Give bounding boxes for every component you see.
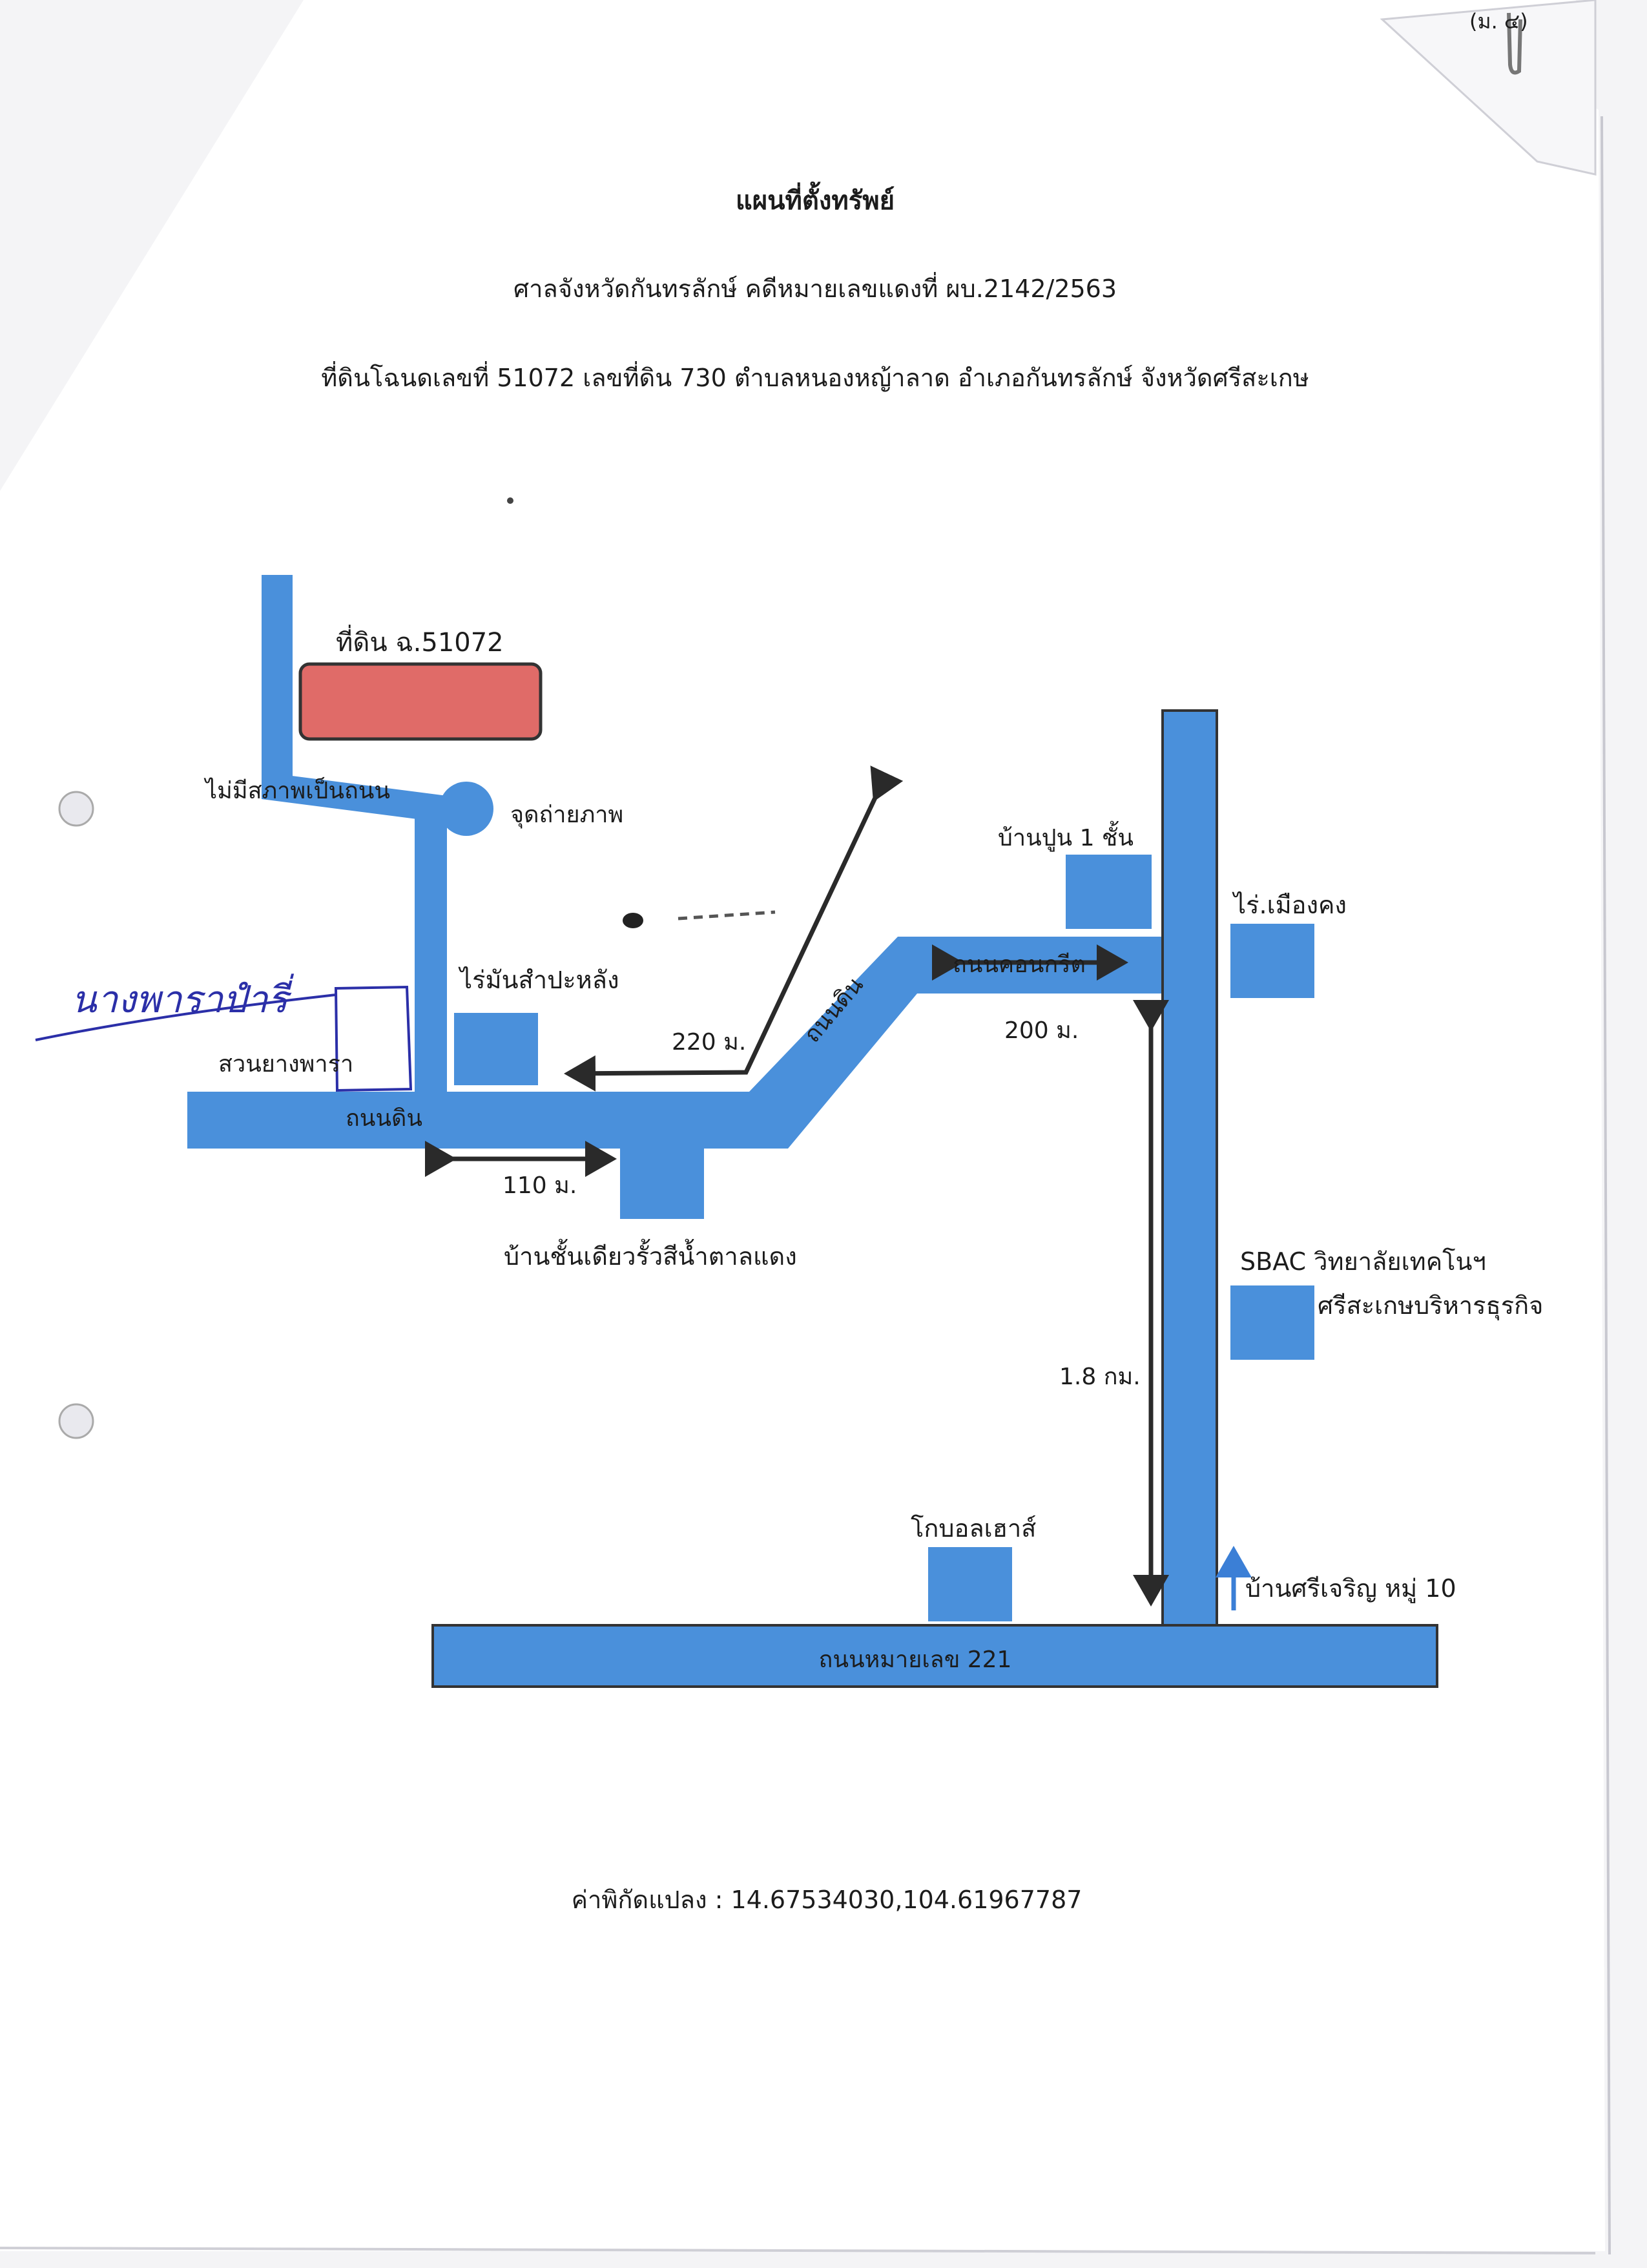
court-case-line: ศาลจังหวัดกันทรลักษ์ คดีหมายเลขแดงที่ ผบ… bbox=[513, 275, 1117, 303]
paper-clip-icon bbox=[1507, 12, 1522, 75]
cassava-field-label: ไร่มันสำปะหลัง bbox=[460, 966, 619, 994]
rubber-orchard-label: สวนยางพารา bbox=[218, 1051, 354, 1077]
farm-label: ไร่.เมืองคง bbox=[1234, 891, 1347, 919]
farm-square bbox=[1230, 924, 1314, 998]
photo-point-marker bbox=[439, 782, 493, 836]
ink-dot bbox=[507, 497, 513, 504]
house-one-storey-square bbox=[620, 1147, 704, 1219]
house-concrete-label: บ้านปูน 1 ชั้น bbox=[998, 825, 1134, 851]
college-label-line2: ศรีสะเกษบริหารธุรกิจ bbox=[1318, 1291, 1544, 1320]
road-dirt-horizontal bbox=[187, 1092, 788, 1149]
village-label: บ้านศรีเจริญ หมู่ 10 bbox=[1245, 1574, 1456, 1603]
global-house-label: โกบอลเฮาส์ bbox=[911, 1514, 1037, 1543]
no-road-label: ไม่มีสภาพเป็นถนน bbox=[205, 778, 390, 804]
road-left-top bbox=[262, 575, 293, 782]
land-parcel-marker bbox=[298, 662, 543, 741]
dist-220-arrow bbox=[564, 765, 904, 1092]
road-no-access-segment bbox=[262, 772, 452, 824]
land-title-line: ที่ดินโฉนดเลขที่ 51072 เลขที่ดิน 730 ตำบ… bbox=[321, 364, 1309, 392]
ink-smudge bbox=[623, 913, 643, 928]
road-left-vertical bbox=[415, 804, 447, 1114]
cassava-field-square bbox=[454, 1013, 538, 1085]
distance-1-8-label: 1.8 กม. bbox=[1059, 1364, 1141, 1390]
house-concrete-square bbox=[1066, 855, 1152, 929]
concrete-road-label: ถนนคอนกรีต bbox=[953, 952, 1086, 978]
parcel-label: ที่ดิน ฉ.51072 bbox=[336, 628, 504, 658]
highway-221-label: ถนนหมายเลข 221 bbox=[818, 1647, 1012, 1673]
distance-200-label: 200 ม. bbox=[1004, 1017, 1079, 1044]
parcel-coordinates: ค่าพิกัดแปลง : 14.67534030,104.61967787 bbox=[571, 1886, 1082, 1914]
college-square bbox=[1230, 1285, 1314, 1360]
ink-smudge bbox=[678, 910, 776, 921]
house-one-storey-label: บ้านชั้นเดียวรั้วสีน้ำตาลแดง bbox=[504, 1242, 797, 1271]
rubber-orchard-outline bbox=[334, 985, 413, 1092]
handwritten-note: นางพาราปำรี่ bbox=[71, 977, 288, 1021]
photo-point-label: จุดถ่ายภาพ bbox=[510, 802, 624, 828]
paper-bottom-edge bbox=[0, 2247, 1596, 2254]
page-marker: (ม. ๔) bbox=[1469, 9, 1528, 34]
distance-110-label: 110 ม. bbox=[502, 1172, 577, 1199]
paper-folded-corner bbox=[1380, 0, 1597, 176]
punch-hole-icon bbox=[58, 1403, 94, 1439]
landmark-squares bbox=[454, 855, 1314, 1621]
dirt-road-label: ถนนดิน bbox=[346, 1105, 423, 1132]
road-main-vertical bbox=[1161, 709, 1218, 1636]
handwritten-underline bbox=[35, 994, 337, 1041]
document-title: แผนที่ตั้งทรัพย์ bbox=[735, 186, 895, 216]
road-network bbox=[187, 575, 1438, 1688]
global-house-square bbox=[928, 1547, 1012, 1621]
punch-hole-icon bbox=[58, 791, 94, 827]
distance-220-label: 220 ม. bbox=[672, 1029, 747, 1056]
road-highway-221 bbox=[431, 1624, 1438, 1688]
paper-edge bbox=[1600, 116, 1611, 2255]
college-label-line1: SBAC วิทยาลัยเทคโนฯ bbox=[1240, 1247, 1486, 1276]
